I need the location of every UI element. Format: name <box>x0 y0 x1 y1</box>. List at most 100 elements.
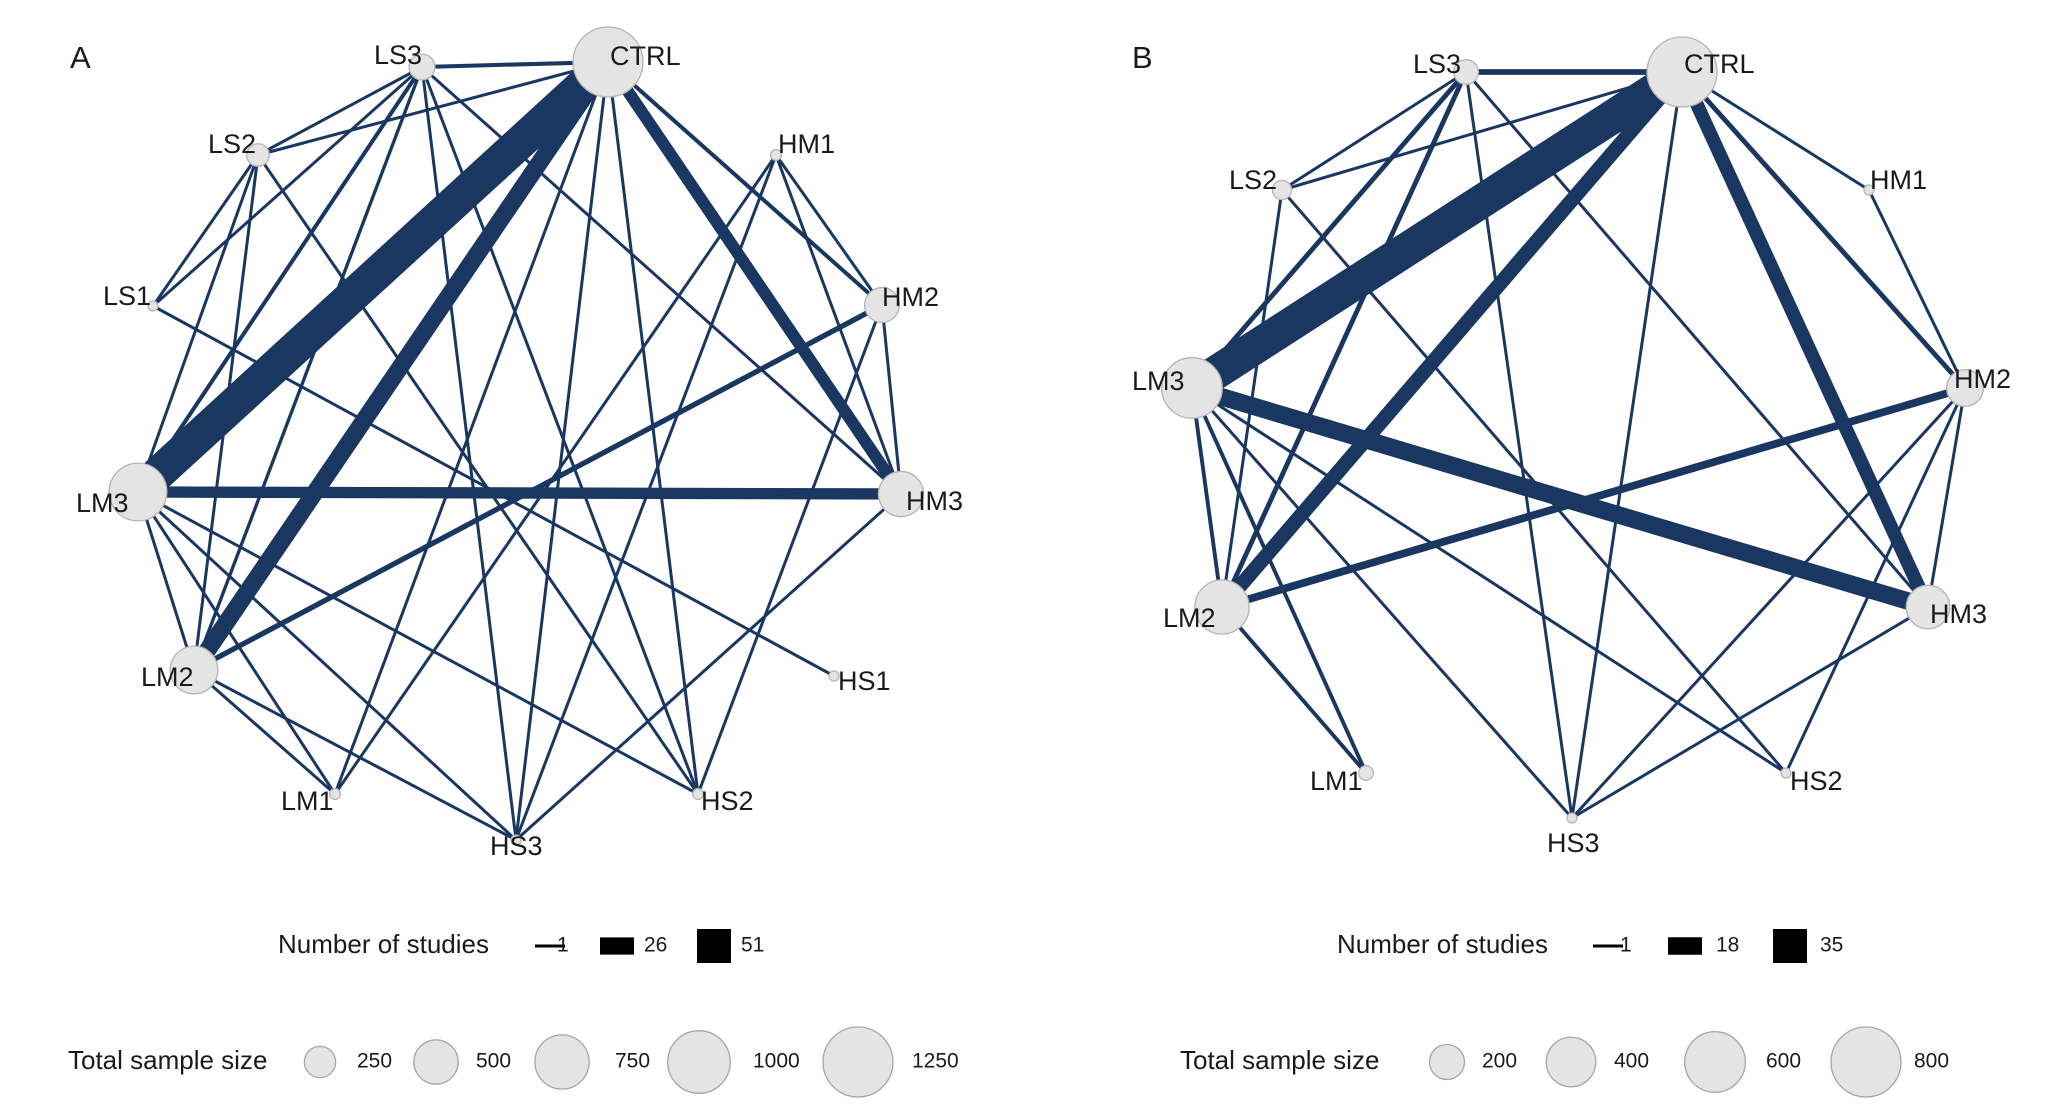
node-label-hm1: HM1 <box>778 129 835 159</box>
legend-studies-value: 35 <box>1820 934 1843 957</box>
edge-hm1-hm2 <box>1867 189 1967 389</box>
edge-ctrl-hm2 <box>1680 70 1967 390</box>
node-label-ls2: LS2 <box>208 129 256 159</box>
edge-lm3-lm1 <box>136 491 337 795</box>
legend-studies-value: 18 <box>1716 934 1739 957</box>
edge-lm2-lm1 <box>1220 605 1368 775</box>
node-lm3 <box>108 462 168 522</box>
node-hs3 <box>510 834 522 846</box>
legend-sample-bubble <box>1428 1043 1466 1081</box>
node-hm2 <box>1945 368 1985 408</box>
legend-sample-value: 800 <box>1914 1050 1949 1073</box>
edge-ctrl-lm2 <box>186 57 616 675</box>
node-hm2 <box>863 286 901 324</box>
node-lm3 <box>1161 357 1223 419</box>
legend-sample-value: 750 <box>615 1050 650 1073</box>
edge-ls3-lm3 <box>136 65 424 494</box>
node-label-ls1: LS1 <box>103 281 151 311</box>
edge-ctrl-hm3 <box>603 58 906 498</box>
node-label-lm1: LM1 <box>1310 766 1363 796</box>
legend-sample-bubble <box>1830 1026 1902 1098</box>
edge-ctrl-hm3 <box>1675 69 1935 610</box>
edge-ls3-hs3 <box>1464 71 1574 819</box>
edge-ls3-lm2 <box>192 66 424 671</box>
legend-studies-value: 1 <box>1620 934 1632 957</box>
edge-lm3-hm3 <box>137 486 902 500</box>
edge-hm3-hs3 <box>1571 605 1929 820</box>
node-label-ls2: LS2 <box>1229 165 1277 195</box>
edge-ls3-hs2 <box>420 66 700 795</box>
edge-ls2-ls1 <box>151 154 260 307</box>
node-ls2 <box>1271 179 1293 201</box>
node-label-hs3: HS3 <box>1547 828 1600 858</box>
legend-sample-value: 250 <box>357 1050 392 1073</box>
node-label-ctrl: CTRL <box>610 41 681 71</box>
node-lm2 <box>169 645 219 695</box>
panel-label: A <box>70 40 91 75</box>
edge-ls3-hs3 <box>420 66 518 841</box>
legend-sample-bubble <box>667 1030 731 1094</box>
nodes <box>1161 36 1985 824</box>
legend-sample-value: 1000 <box>753 1050 800 1073</box>
node-label-hm2: HM2 <box>1954 364 2011 394</box>
edge-ls2-hs2 <box>256 154 700 795</box>
node-label-ctrl: CTRL <box>1684 49 1755 79</box>
edges <box>1182 57 1967 820</box>
edge-ctrl-lm2 <box>1216 67 1688 612</box>
legend-sample-value: 600 <box>1766 1050 1801 1073</box>
edge-ctrl-hm1 <box>1681 70 1870 192</box>
node-hm1 <box>769 148 783 162</box>
edge-hm2-hm3 <box>1926 387 1967 608</box>
node-ctrl <box>572 26 644 98</box>
edge-lm3-hs2 <box>137 490 699 796</box>
legend-sample-value: 400 <box>1614 1050 1649 1073</box>
legend-sample-bubble <box>303 1045 337 1079</box>
edge-ctrl-hs3 <box>514 61 610 841</box>
edge-ctrl-hm2 <box>606 60 884 307</box>
edge-ctrl-lm1 <box>333 61 610 795</box>
legend-sample-bubble <box>1684 1031 1746 1093</box>
node-hs2 <box>1780 767 1792 779</box>
edge-hm2-hs2 <box>1784 387 1967 774</box>
node-label-hm3: HM3 <box>906 486 963 516</box>
legend-studies-title: Number of studies <box>278 929 489 959</box>
legend-total-sample-size: Total sample size 250 500 750 1000 1250 <box>68 1026 959 1098</box>
edge-ctrl-lm3 <box>1182 57 1692 403</box>
edge-lm3-hs2 <box>1191 386 1787 775</box>
node-ls1 <box>147 300 159 312</box>
edge-ctrl-ls2 <box>257 60 609 157</box>
edge-lm3-lm2 <box>136 491 196 671</box>
edge-ls2-lm3 <box>136 154 260 493</box>
legend-sample-value: 1250 <box>912 1050 959 1073</box>
legend-sample-value: 500 <box>476 1050 511 1073</box>
edge-ls3-hm3 <box>421 65 902 496</box>
edge-lm3-hm3 <box>1189 379 1931 616</box>
edge-lm3-lm2 <box>1190 387 1224 608</box>
edge-ctrl-lm3 <box>126 49 620 505</box>
legend-sample-bubble <box>1545 1036 1597 1088</box>
node-ctrl <box>1646 36 1718 108</box>
edge-ls3-lm3 <box>1190 70 1468 390</box>
edge-hm1-lm1 <box>333 154 778 795</box>
legend-studies-value: 1 <box>557 934 569 957</box>
node-hs2 <box>691 787 705 801</box>
edge-lm2-hm2 <box>1220 384 1967 611</box>
node-lm2 <box>1194 579 1250 635</box>
nodes <box>108 26 925 846</box>
edge-ls2-lm2 <box>192 154 260 671</box>
legend-studies-title: Number of studies <box>1337 929 1548 959</box>
legend-sample-title: Total sample size <box>68 1045 267 1075</box>
edge-ctrl-hs3 <box>1570 71 1684 819</box>
node-label-hs2: HS2 <box>701 786 754 816</box>
edge-ls3-lm2 <box>1219 70 1469 609</box>
edge-lm2-lm1 <box>193 668 336 796</box>
edge-hm1-hm3 <box>774 154 903 495</box>
node-label-lm3: LM3 <box>76 488 129 518</box>
node-label-lm3: LM3 <box>1132 366 1185 396</box>
node-hm3 <box>877 470 925 518</box>
